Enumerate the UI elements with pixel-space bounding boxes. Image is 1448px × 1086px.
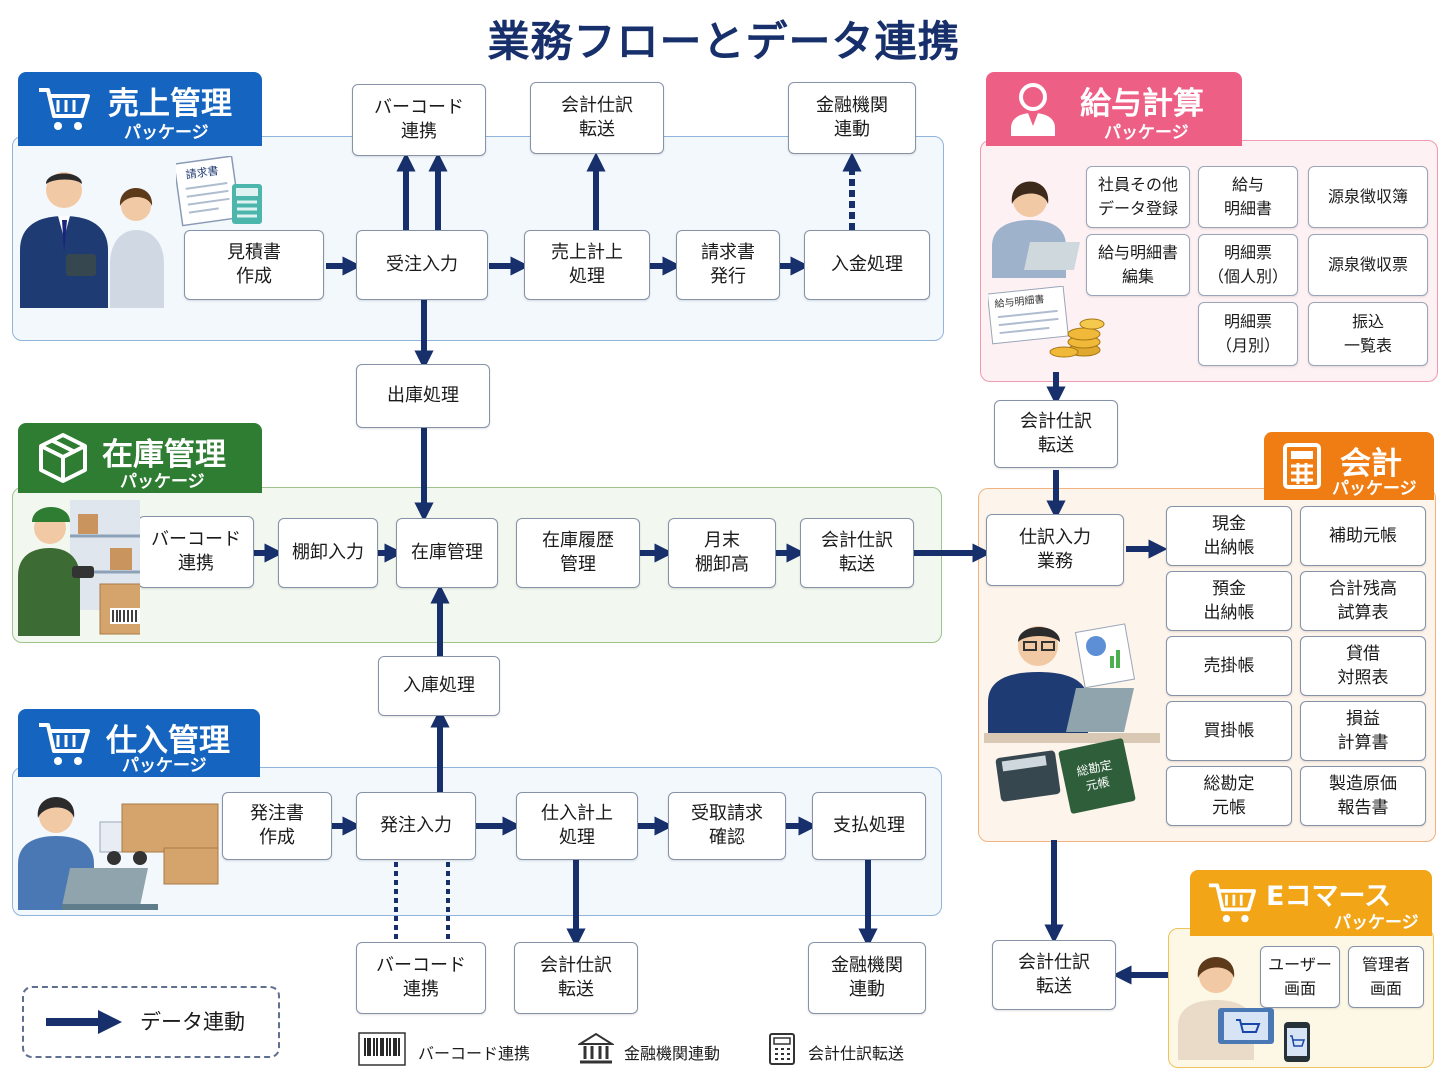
box-receipt: 入金処理 [804,230,930,300]
sales-title: 売上管理 [108,86,232,122]
purchase-title: 仕入管理 [106,723,230,759]
box-sales-bank: 金融機関 連動 [788,82,916,154]
cart-icon [39,88,90,130]
purchase-header: 仕入管理 パッケージ [18,709,260,777]
inventory-title: 在庫管理 [102,437,226,473]
ec-title: Eコマース [1266,881,1392,912]
ec-staff-illustration [1178,957,1310,1062]
box-cash: 現金 出納帳 [1166,506,1292,566]
calculator-icon [769,1033,795,1065]
box-payslip: 給与 明細書 [1198,166,1298,228]
box-bs: 貸借 対照表 [1300,636,1426,696]
ec-header: Eコマース パッケージ [1190,870,1432,936]
box-purchase-post: 仕入計上 処理 [516,792,638,860]
box-stocktake: 棚卸入力 [278,518,378,588]
legend: データ連動 [22,986,280,1058]
box-pur-barcode: バーコード 連携 [356,942,486,1014]
warehouse-worker-illustration [18,500,140,636]
box-month-end: 月末 棚卸高 [668,518,776,588]
invoice-document-label: 請求書 [185,163,220,181]
box-inv-journal: 会計仕訳 転送 [800,518,914,588]
purchase-staff-illustration [18,797,219,910]
key-journal-label: 会計仕訳転送 [808,1044,905,1063]
box-sales-post: 売上計上 処理 [524,230,650,300]
box-order: 受注入力 [356,230,488,300]
legend-arrow-icon [46,1010,122,1034]
key-bank-label: 金融機関連動 [624,1044,721,1063]
box-receiving: 入庫処理 [378,656,500,716]
payroll-staff-illustration [992,181,1080,278]
box-slip-person: 明細票 （個人別） [1198,234,1298,296]
sales-people-illustration [20,172,164,308]
box-ec-admin: 管理者 画面 [1348,946,1424,1008]
box-mfg: 製造原価 報告書 [1300,766,1426,826]
box-pur-journal: 会計仕訳 転送 [514,942,638,1014]
box-stock: 在庫管理 [396,518,498,588]
box-general: 総勘定 元帳 [1166,766,1292,826]
sales-subtitle: パッケージ [124,123,209,143]
box-payroll-journal: 会計仕訳 転送 [994,400,1118,468]
box-inv-barcode: バーコード 連携 [138,516,254,588]
box-trial: 合計残高 試算表 [1300,571,1426,631]
box-pl: 損益 計算書 [1300,701,1426,761]
box-invoice: 請求書 発行 [676,230,780,300]
box-estimate: 見積書 作成 [184,230,324,300]
box-invoice-check: 受取請求 確認 [668,792,786,860]
accountant-illustration: 総勘定元帳 [984,623,1160,814]
box-withholding-book: 源泉徴収簿 [1308,166,1428,228]
payroll-subtitle: パッケージ [1104,123,1189,143]
key-barcode-label: バーコード連携 [418,1044,531,1063]
invoice-document-illustration: 請求書 [176,156,262,227]
box-sales-journal: 会計仕訳 転送 [530,82,664,154]
cart-icon [1208,883,1256,923]
payroll-title: 給与計算 [1080,86,1204,122]
calculator-icon [1283,443,1321,489]
box-payment: 支払処理 [812,792,926,860]
box-history: 在庫履歴 管理 [516,518,640,588]
accounting-title: 会計 [1340,446,1402,482]
barcode-icon [358,1032,406,1066]
box-employee: 社員その他 データ登録 [1086,166,1190,228]
box-ec-journal: 会計仕訳 転送 [992,940,1116,1010]
box-payable: 買掛帳 [1166,701,1292,761]
person-icon [1011,83,1055,136]
box-deposit: 預金 出納帳 [1166,571,1292,631]
ledger-book-label: 総勘定元帳 [1075,757,1117,795]
box-icon [39,433,87,483]
payroll-header: 給与計算 パッケージ [986,72,1242,146]
box-withholding-slip: 源泉徴収票 [1308,234,1428,296]
box-pur-bank: 金融機関 連動 [808,942,926,1014]
box-slip-month: 明細票 （月別） [1198,302,1298,366]
box-payslip-edit: 給与明細書 編集 [1086,234,1190,296]
purchase-subtitle: パッケージ [122,756,207,776]
box-po-entry: 発注入力 [356,792,476,860]
box-receivable: 売掛帳 [1166,636,1292,696]
inventory-subtitle: パッケージ [120,472,205,492]
box-po-doc: 発注書 作成 [222,792,332,860]
payslip-coins-illustration: 給与明細書 [988,286,1105,358]
cart-icon [39,723,90,765]
box-shipping: 出庫処理 [356,364,490,428]
box-sales-barcode: バーコード 連携 [352,84,486,156]
inventory-header: 在庫管理 パッケージ [18,423,262,493]
box-sub-ledger: 補助元帳 [1300,506,1426,566]
box-ec-user: ユーザー 画面 [1260,946,1340,1008]
legend-label: データ連動 [140,1010,245,1034]
bank-icon [578,1032,614,1064]
box-journal-entry: 仕訳入力 業務 [986,514,1124,586]
accounting-header: 会計 パッケージ [1264,432,1434,500]
ec-subtitle: パッケージ [1334,913,1419,933]
box-transfer: 振込 一覧表 [1308,302,1428,366]
sales-header: 売上管理 パッケージ [18,72,262,146]
page-title: 業務フローとデータ連携 [487,17,961,66]
accounting-subtitle: パッケージ [1332,479,1417,499]
